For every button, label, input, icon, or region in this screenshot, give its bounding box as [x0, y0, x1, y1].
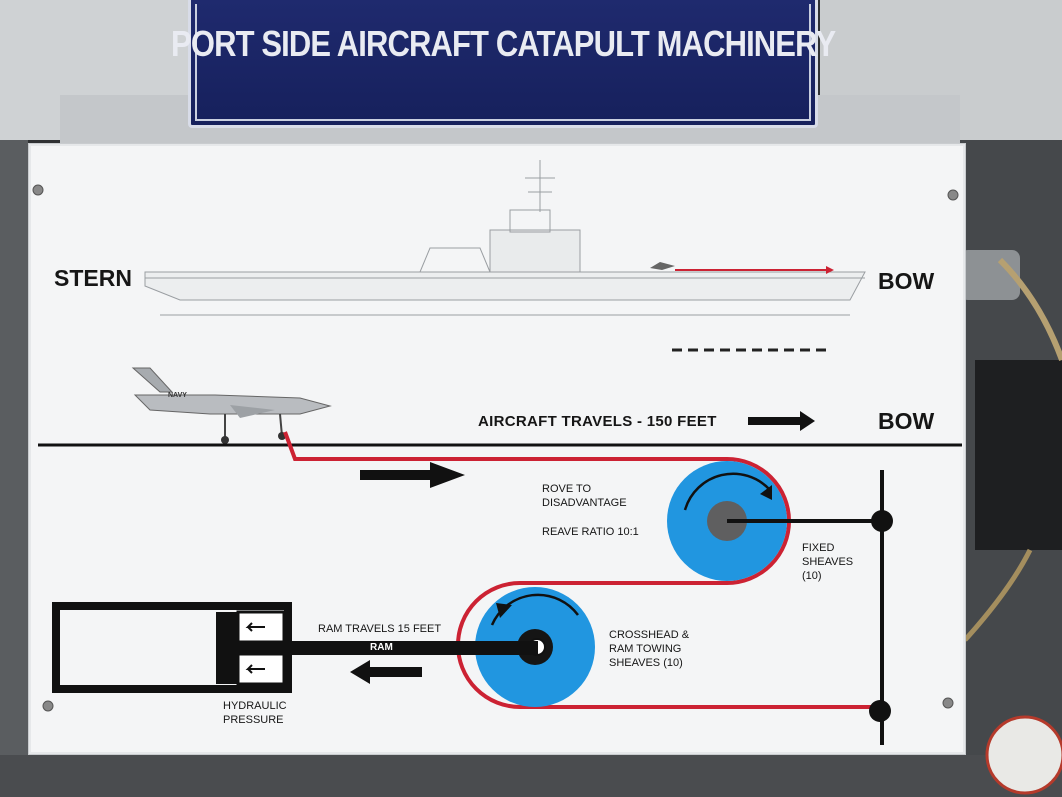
tow-cable-red: [283, 431, 880, 709]
aircraft-marking: NAVY: [168, 392, 187, 399]
aircraft-travel-label: AIRCRAFT TRAVELS - 150 FEET: [478, 413, 717, 430]
fixed-sheaves-label-2: SHEAVES: [802, 556, 854, 568]
carrier-outline: [144, 160, 866, 316]
ram-rod: [238, 641, 538, 655]
hydraulic-label-2: PRESSURE: [223, 714, 284, 726]
crosshead-label-1: CROSSHEAD &: [609, 629, 690, 641]
ram-label: RAM: [370, 642, 393, 653]
aircraft-illustration: [131, 367, 332, 444]
ram-travels-label: RAM TRAVELS 15 FEET: [318, 623, 442, 635]
rove-label-1: ROVE TO: [542, 483, 592, 495]
crosshead-label-3: SHEAVES (10): [609, 657, 683, 669]
stern-label: STERN: [54, 265, 132, 291]
sign-title: PORT SIDE AIRCRAFT CATAPULT MACHINERY: [170, 22, 836, 64]
hydraulic-label-1: HYDRAULIC: [223, 700, 287, 712]
bow-label-lower: BOW: [878, 408, 935, 434]
fixed-sheaves-label-3: (10): [802, 570, 822, 582]
title-sign: PORT SIDE AIRCRAFT CATAPULT MACHINERY: [171, 0, 836, 128]
fixed-sheaves-label-1: FIXED: [802, 542, 835, 554]
bow-label-top: BOW: [878, 268, 935, 294]
crosshead-label-2: RAM TOWING: [609, 643, 682, 655]
rove-label-2: DISADVANTAGE: [542, 497, 627, 509]
reave-ratio-label: REAVE RATIO 10:1: [542, 526, 639, 538]
